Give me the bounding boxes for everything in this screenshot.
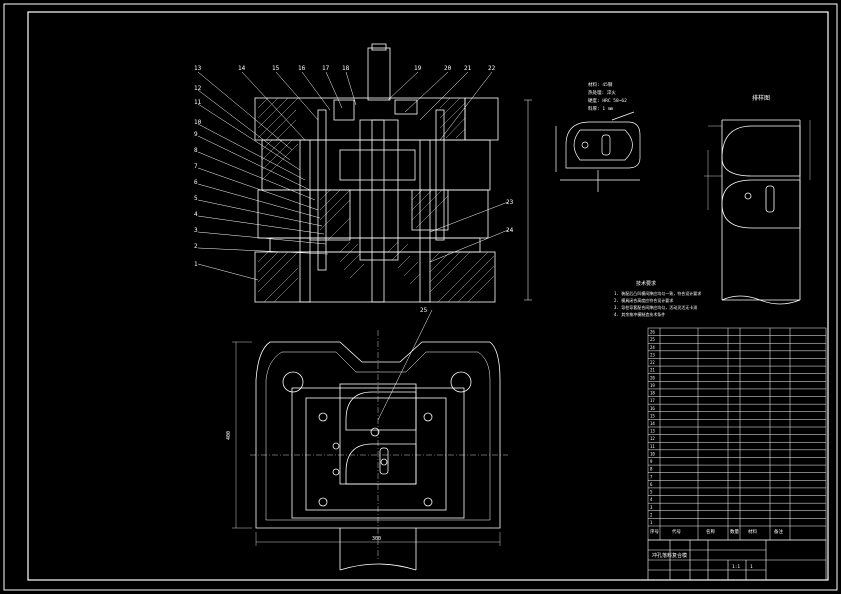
bom-row-number: 12	[650, 436, 655, 441]
sheet-border	[3, 3, 838, 591]
bom-row-number: 20	[650, 375, 655, 380]
bom-table	[647, 327, 827, 541]
balloon-25: 25	[420, 307, 428, 314]
technical-requirements: 技术要求 1. 装配后凸凹模间隙应均匀一致，符合设计要求 2. 模具闭合高度应符…	[614, 280, 701, 317]
bom-row-number: 16	[650, 406, 655, 411]
balloon-20: 20	[444, 65, 452, 72]
bom-row-number: 19	[650, 383, 655, 388]
svg-text:2. 模具闭合高度应符合设计要求: 2. 模具闭合高度应符合设计要求	[614, 297, 673, 303]
svg-text:名称: 名称	[706, 528, 715, 535]
strip-layout	[704, 119, 811, 305]
bom-row-number: 26	[650, 330, 655, 335]
strip-layout-title: 排样图	[752, 94, 770, 102]
svg-text:料厚: 1 mm: 料厚: 1 mm	[588, 105, 614, 112]
bom-row-number: 25	[650, 337, 655, 342]
balloon-14: 14	[238, 65, 246, 72]
balloon-15: 15	[272, 65, 280, 72]
bom-row-number: 22	[650, 360, 655, 365]
bom-row-number: 1	[650, 520, 653, 525]
balloon-6: 6	[194, 179, 198, 186]
drawing-name: 冲孔落料复合模	[652, 552, 687, 559]
svg-text:1. 装配后凸凹模间隙应均匀一致，符合设计要求: 1. 装配后凸凹模间隙应均匀一致，符合设计要求	[614, 290, 701, 296]
svg-text:序号: 序号	[650, 528, 659, 535]
bom-row-number: 2	[650, 512, 653, 517]
bom-row-number: 9	[650, 459, 653, 464]
balloon-3: 3	[194, 227, 198, 234]
svg-text:3. 导柱导套配合间隙应均匀，活动灵活无卡滞: 3. 导柱导套配合间隙应均匀，活动灵活无卡滞	[614, 304, 697, 310]
bom-row-numbers: 2625242322212019181716151413121110987654…	[650, 330, 655, 525]
svg-text:数量: 数量	[730, 528, 739, 535]
part-drawing	[555, 111, 641, 192]
bom-header: 序号 代号 名称 数量 材料 备注	[650, 528, 783, 535]
bom-row-number: 13	[650, 429, 655, 434]
svg-text:材料: 材料	[748, 528, 757, 535]
bom-row-number: 21	[650, 368, 655, 373]
bom-row-number: 6	[650, 482, 653, 487]
balloon-5: 5	[194, 195, 198, 202]
svg-text:代号: 代号	[672, 528, 681, 535]
balloon-7: 7	[194, 163, 198, 170]
bom-row-number: 3	[650, 505, 653, 510]
svg-text:4. 其余按冲模制造技术条件: 4. 其余按冲模制造技术条件	[614, 311, 665, 317]
part-notes: 材料: 45钢 热处理: 淬火 硬度: HRC 58~62 料厚: 1 mm	[588, 81, 627, 112]
svg-text:热处理: 淬火: 热处理: 淬火	[588, 89, 616, 96]
balloon-12: 12	[194, 85, 202, 92]
bom-row-number: 11	[650, 444, 655, 449]
plan-height-dim: 400	[226, 431, 232, 440]
balloon-4: 4	[194, 211, 198, 218]
balloon-23: 23	[506, 199, 514, 206]
balloon-10: 10	[194, 119, 202, 126]
balloon-2: 2	[194, 243, 198, 250]
plan-view-dimensions	[232, 330, 508, 560]
balloon-19: 19	[414, 65, 422, 72]
plan-width-dim: 300	[372, 536, 381, 542]
balloon-24: 24	[506, 227, 514, 234]
balloon-16: 16	[298, 65, 306, 72]
bom-rows	[648, 335, 826, 527]
bom-row-number: 14	[650, 421, 655, 426]
balloon-leaders	[197, 71, 532, 421]
balloon-8: 8	[194, 147, 198, 154]
title-block	[647, 539, 827, 581]
bom-row-number: 5	[650, 490, 653, 495]
bom-row-number: 23	[650, 352, 655, 357]
balloon-11: 11	[194, 99, 202, 106]
balloon-1: 1	[194, 261, 198, 268]
balloon-13: 13	[194, 65, 202, 72]
balloon-9: 9	[194, 131, 198, 138]
bom-row-number: 4	[650, 497, 653, 502]
svg-text:材料: 45钢: 材料: 45钢	[588, 81, 613, 88]
balloon-21: 21	[464, 65, 472, 72]
bom-row-number: 18	[650, 391, 655, 396]
balloon-labels: 13 14 15 16 17 18 19 20 21 22 12 11 10 9…	[194, 65, 514, 314]
drawing-frame	[27, 11, 829, 581]
bom-row-number: 17	[650, 398, 655, 403]
bom-row-number: 15	[650, 413, 655, 418]
bom-row-number: 24	[650, 345, 655, 350]
balloon-18: 18	[342, 65, 350, 72]
drawing-scale: 1:1	[732, 564, 740, 570]
bom-row-number: 8	[650, 467, 653, 472]
balloon-17: 17	[322, 65, 330, 72]
section-hatching	[257, 97, 495, 303]
svg-text:备注: 备注	[774, 528, 783, 535]
svg-text:硬度: HRC 58~62: 硬度: HRC 58~62	[588, 97, 627, 104]
bom-row-number: 10	[650, 451, 655, 456]
bom-row-number: 7	[650, 474, 653, 479]
balloon-22: 22	[488, 65, 496, 72]
svg-text:技术要求: 技术要求	[636, 280, 656, 287]
drawing-sheet: 1	[750, 564, 753, 570]
